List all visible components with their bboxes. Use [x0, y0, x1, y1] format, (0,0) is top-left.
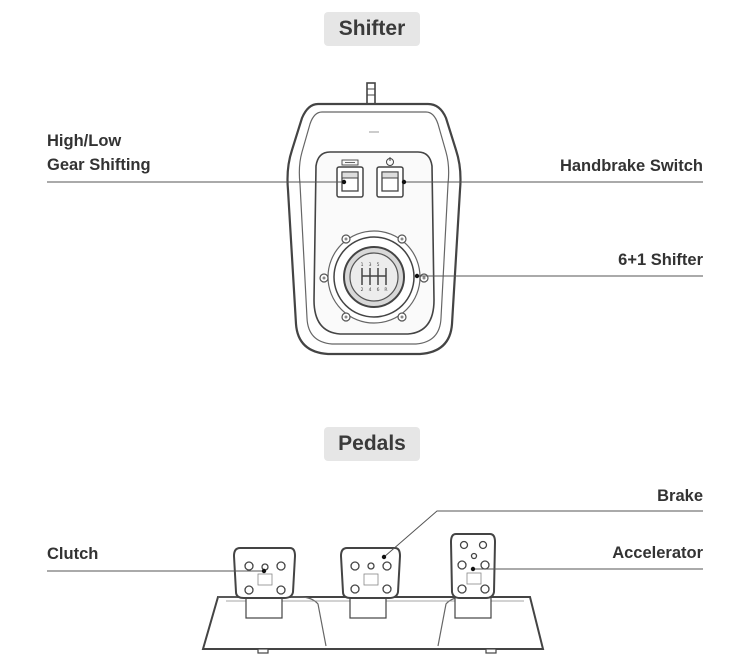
high-low-label-line1: High/Low	[47, 132, 122, 150]
svg-text:4: 4	[369, 287, 372, 293]
shifter-label: 6+1 Shifter	[618, 251, 703, 269]
shifter-leader-lines	[47, 181, 703, 277]
shifter-cable	[366, 82, 376, 106]
accelerator-pedal	[449, 533, 497, 619]
handbrake-switch	[376, 157, 404, 198]
svg-text:R: R	[384, 287, 387, 293]
high-low-switch	[336, 159, 364, 198]
svg-text:1: 1	[361, 262, 364, 268]
high-low-label-line2: Gear Shifting	[47, 156, 151, 174]
svg-text:2: 2	[361, 287, 364, 293]
brake-label: Brake	[657, 487, 703, 505]
high-low-marker	[341, 179, 347, 185]
handbrake-marker	[401, 179, 407, 185]
brake-marker	[381, 554, 387, 560]
svg-text:5: 5	[377, 262, 380, 268]
clutch-label: Clutch	[47, 545, 99, 563]
pedals-section-title: Pedals	[324, 427, 420, 461]
svg-text:3: 3	[369, 262, 372, 268]
svg-text:6: 6	[377, 287, 380, 293]
shifter-section-title: Shifter	[324, 12, 420, 46]
accelerator-label: Accelerator	[612, 544, 703, 562]
shift-pattern-icon	[361, 268, 387, 285]
accelerator-marker	[470, 566, 476, 572]
pedal-leader-lines	[47, 510, 703, 572]
clutch-marker	[261, 568, 267, 574]
brake-pedal	[339, 547, 402, 619]
pedal-set	[201, 533, 545, 654]
handbrake-label: Handbrake Switch	[559, 157, 703, 175]
shifter-marker	[414, 273, 420, 279]
